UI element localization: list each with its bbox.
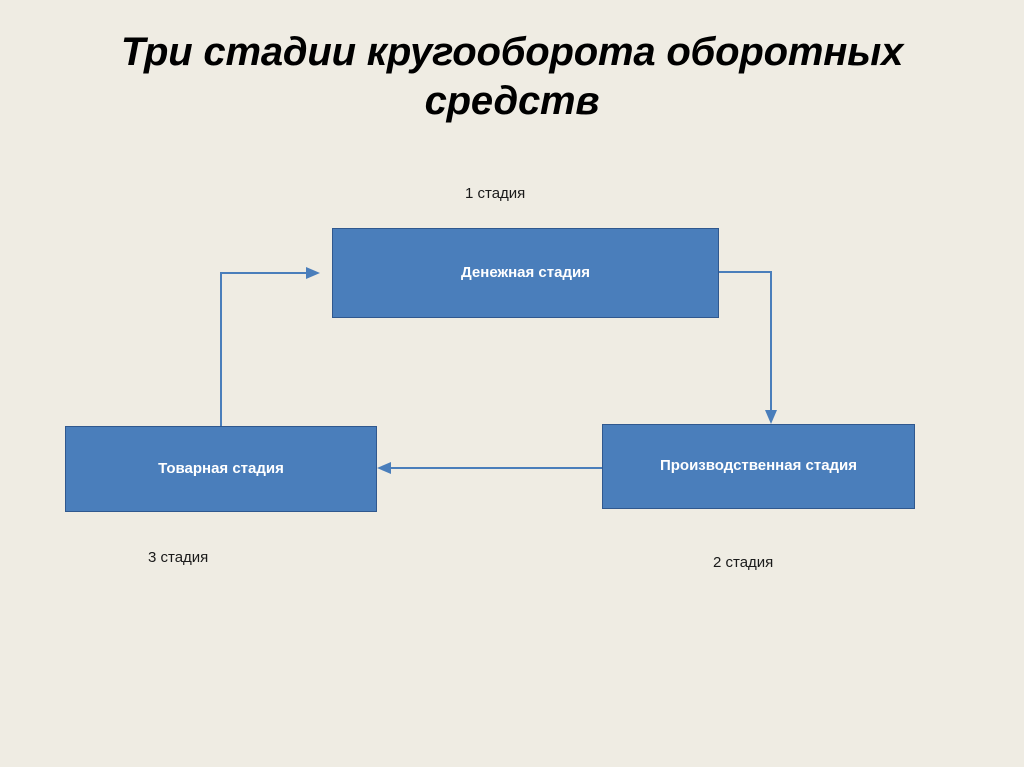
- page-title: Три стадии кругооборота оборотных средст…: [120, 30, 904, 123]
- arrow-production-to-goods: [377, 462, 602, 474]
- caption-stage-3: 3 стадия: [148, 549, 209, 566]
- stage-box-production-label: Производственная стадия: [659, 457, 858, 475]
- arrow-money-to-production: [719, 271, 777, 424]
- stage-box-money-label: Денежная стадия: [461, 263, 590, 281]
- caption-stage-2: 2 стадия: [713, 554, 774, 571]
- caption-stage-1: 1 стадия: [465, 185, 526, 202]
- stage-box-production: Производственная стадия: [602, 424, 915, 509]
- stage-box-goods-label: Товарная стадия: [158, 459, 284, 477]
- stage-box-goods: Товарная стадия: [65, 426, 377, 512]
- stage-box-money: Денежная стадия: [332, 228, 719, 318]
- arrow-goods-to-money: [220, 267, 320, 426]
